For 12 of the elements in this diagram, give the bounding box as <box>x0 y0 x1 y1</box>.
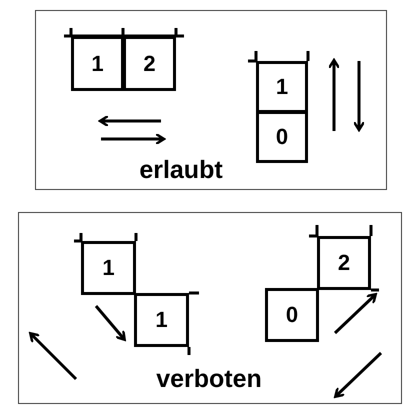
grid-cell: 0 <box>256 111 308 163</box>
grid-cell: 2 <box>123 36 176 91</box>
panel-frame <box>35 10 387 190</box>
grid-cell: 0 <box>265 288 319 342</box>
grid-cell: 1 <box>81 241 136 295</box>
panel-caption: verboten <box>156 365 262 394</box>
panel-caption: erlaubt <box>139 156 223 185</box>
grid-cell: 1 <box>71 36 124 91</box>
panel-frame <box>18 212 402 404</box>
grid-cell: 2 <box>317 236 371 290</box>
grid-cell: 1 <box>134 293 189 347</box>
grid-cell: 1 <box>256 61 308 113</box>
